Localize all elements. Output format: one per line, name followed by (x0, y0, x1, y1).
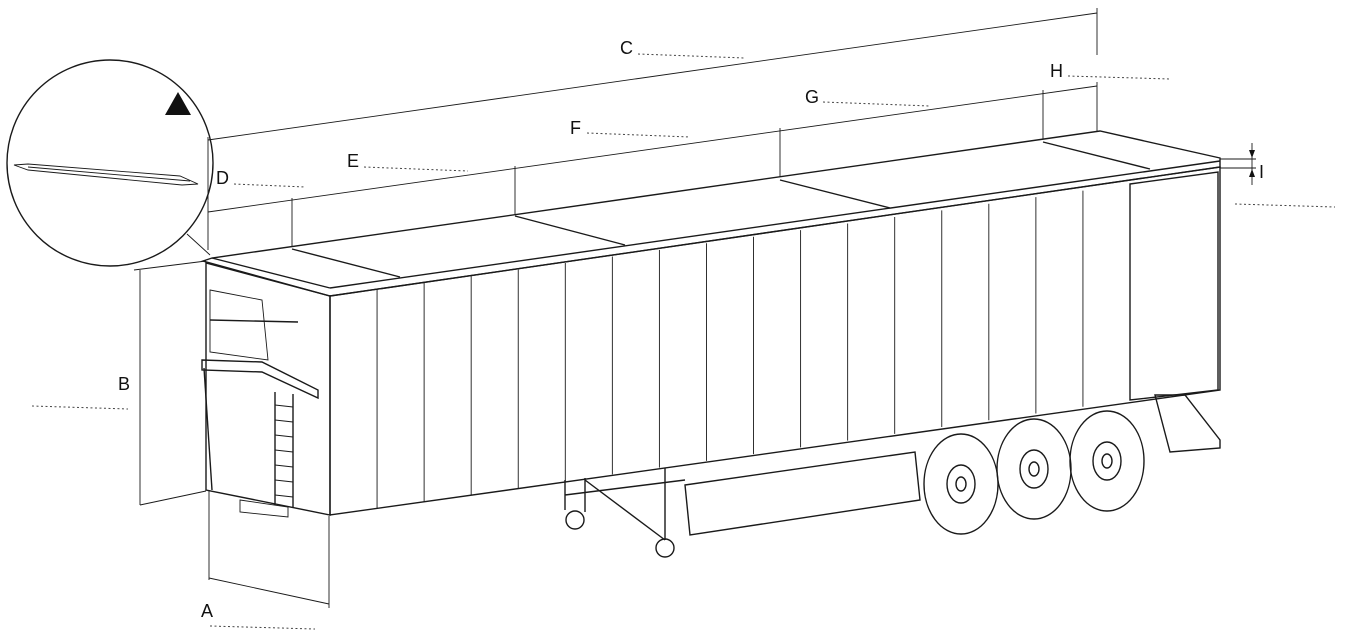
label-h: H (1050, 61, 1063, 81)
roof-bar-1 (291, 248, 401, 278)
rear-bumper (1154, 394, 1221, 453)
front-platform (201, 359, 319, 400)
dim-a-line (208, 577, 330, 605)
dim-segment-line (207, 85, 1098, 213)
label-f: F (570, 118, 581, 138)
dimension-lines (133, 8, 1256, 608)
trailer (200, 130, 1221, 558)
front-rim-edge (211, 257, 331, 289)
landing-wheel-front (565, 510, 585, 530)
rear-door (1129, 171, 1219, 401)
side-toolbox (684, 451, 921, 536)
dimension-labels: C H G F E D B A I (31, 38, 1336, 630)
label-e: E (347, 151, 359, 171)
roof-bar-2 (514, 215, 626, 246)
front-face (205, 262, 331, 516)
top-rim-inner (329, 160, 1221, 289)
wheel-2 (996, 418, 1072, 520)
detail-leader-line (186, 233, 211, 256)
label-i: I (1259, 162, 1264, 182)
roof-bar-3 (779, 179, 891, 209)
label-c: C (620, 38, 633, 58)
front-ladder (203, 367, 294, 508)
detail-roof-profile (13, 163, 199, 186)
wheel-3 (1069, 410, 1145, 512)
chassis (564, 394, 1221, 558)
side-wall (329, 166, 1221, 516)
wheel-1 (923, 433, 999, 535)
triangle-marker-icon (165, 92, 191, 115)
roof-bar-4 (1042, 141, 1151, 170)
dim-c-line (207, 12, 1098, 141)
label-d: D (216, 168, 229, 188)
landing-wheel-rear (655, 538, 675, 558)
front-step (239, 499, 289, 518)
detail-circle (6, 59, 214, 267)
label-a: A (201, 601, 213, 621)
label-g: G (805, 87, 819, 107)
detail-roof-line (27, 166, 191, 182)
landing-leg-brace (584, 479, 666, 541)
label-b: B (118, 374, 130, 394)
front-grab-rail (209, 319, 299, 323)
front-window (209, 289, 269, 361)
axle-wheels (923, 410, 1145, 535)
detail-view (6, 59, 214, 267)
side-panels (376, 184, 1131, 509)
